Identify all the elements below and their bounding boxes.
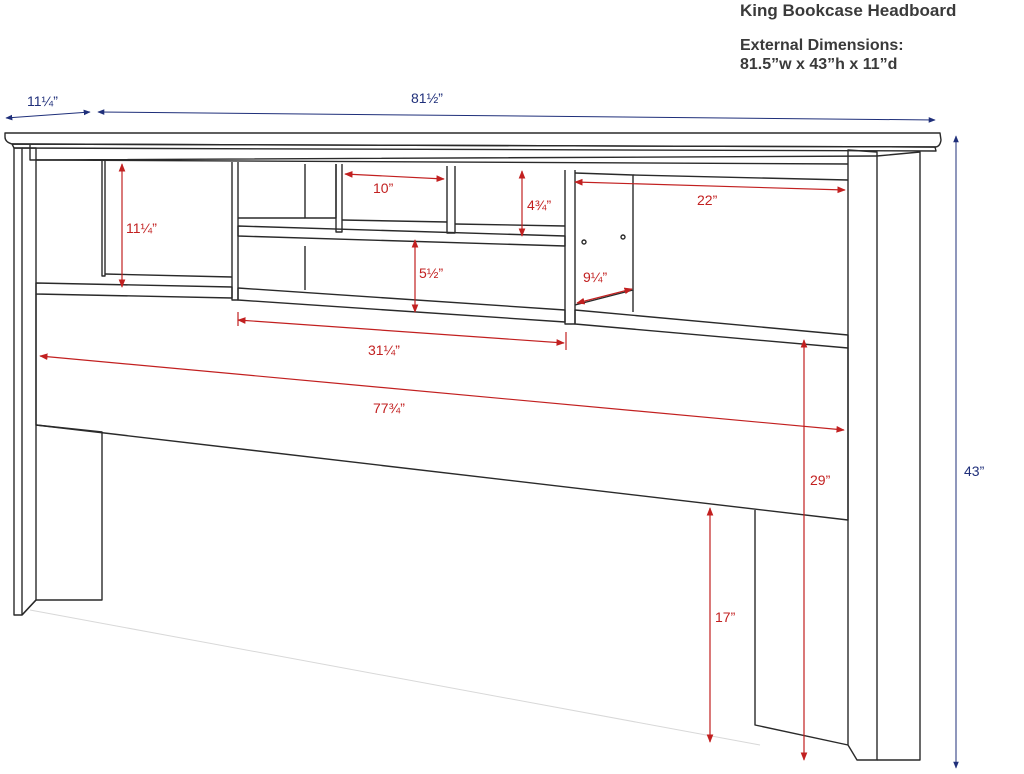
dim-leg-height-label: 17” [715, 609, 736, 625]
center-left-divider [231, 162, 239, 301]
dim-top-cubby-height-label: 4¾” [527, 197, 551, 213]
dim-depth-label: 11¼” [27, 93, 58, 109]
dim-top-cubby-width-line [344, 171, 445, 182]
left-shelf [35, 282, 233, 299]
floor-line [29, 609, 761, 746]
dim-top-cubby-width-label: 10” [373, 180, 394, 196]
left-leg [35, 424, 103, 601]
product-title: King Bookcase Headboard [740, 1, 957, 20]
dim-divider-depth-label: 9¼” [583, 269, 607, 285]
dim-width-label: 81½” [411, 90, 443, 106]
dim-left-cubby-label: 11¼” [126, 220, 157, 236]
lower-back-panel [35, 294, 849, 521]
top-cubby-right-wall [446, 166, 456, 234]
center-shelf [237, 287, 566, 323]
dim-right-cubby-line [574, 178, 846, 194]
dim-divider-depth-line [576, 287, 633, 305]
dim-inner-width-label: 77¾” [373, 400, 405, 416]
left-side-panel [13, 147, 23, 616]
dim-inner-width-line [39, 353, 845, 433]
dim-width-line [97, 109, 936, 123]
left-divider [101, 161, 106, 277]
center-right-divider [564, 170, 576, 325]
top-cubby-left-wall [335, 164, 343, 233]
blue-dimensions [5, 109, 959, 769]
headboard-outline [4, 132, 942, 761]
middle-shelf [237, 225, 566, 247]
right-shelf [574, 309, 849, 349]
dim-center-cubby-label: 5½” [419, 265, 443, 281]
right-leg [754, 510, 849, 746]
red-dimensions [39, 163, 846, 761]
external-dimensions-values: 81.5”w x 43”h x 11”d [740, 56, 898, 73]
dim-center-section-label: 31¼” [368, 342, 400, 358]
dim-height-label: 43” [964, 463, 985, 479]
dim-center-section-line [237, 317, 565, 346]
right-side-panel [847, 149, 878, 761]
external-dimensions-label: External Dimensions: [740, 37, 904, 54]
dim-lower-height-label: 29” [810, 472, 831, 488]
dim-depth-line [5, 109, 91, 121]
title-block: King Bookcase Headboard External Dimensi… [740, 0, 956, 74]
dim-right-cubby-label: 22” [697, 192, 718, 208]
